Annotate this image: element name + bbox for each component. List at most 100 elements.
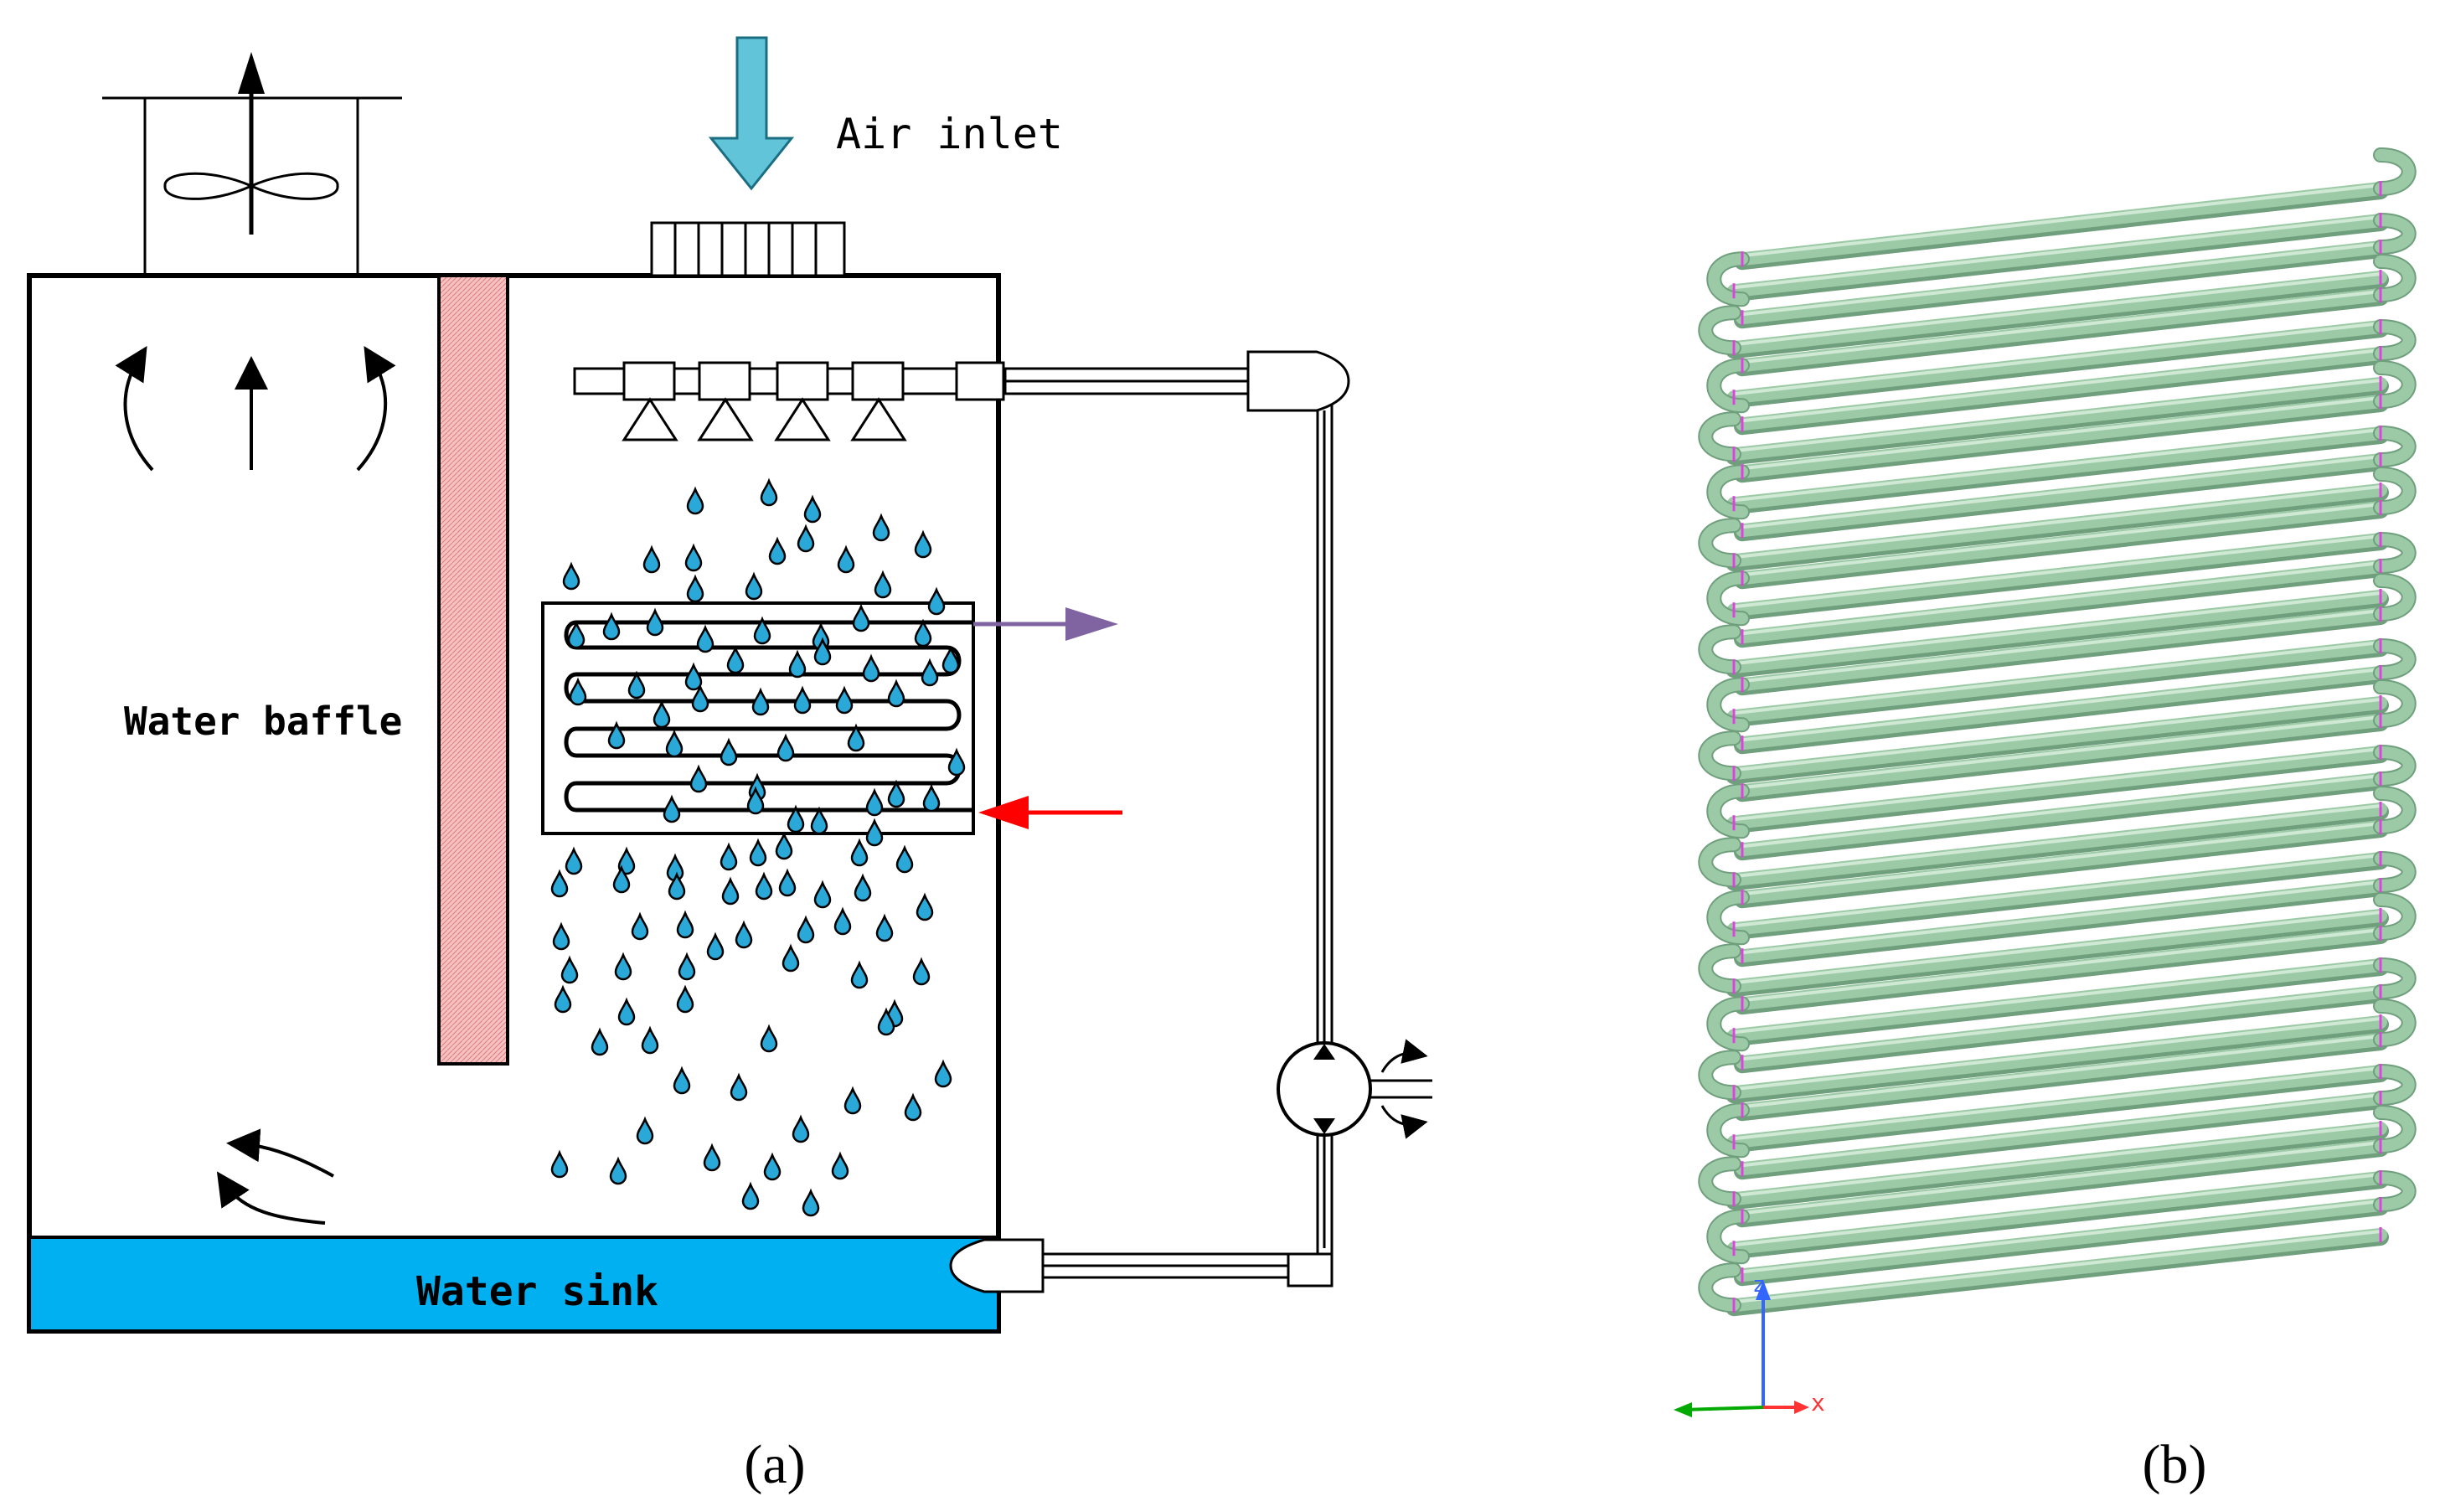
pipe-fitting-bottom [949,1238,1045,1293]
coil-tube [1741,455,2382,529]
coil-tube [1727,802,2387,887]
water-droplet-icon [792,1114,810,1143]
coil-tube [1727,271,2387,355]
water-droplet-icon [614,952,632,981]
water-sink-label: Water sink [416,1268,658,1315]
water-droplet-icon [745,571,763,601]
coil-tube [1732,747,2382,822]
coil-tube [1741,396,2382,471]
water-droplet-icon [760,1024,778,1053]
coil-tube [1708,998,1748,1050]
coil-tube [1741,242,2382,317]
coil-tube [1741,822,2382,896]
coil-tube [1732,698,2382,772]
water-droplet-icon [787,804,805,833]
water-droplet-icon [872,513,890,542]
coil-tube [1732,272,2382,347]
water-droplet-icon [810,806,828,835]
coil-tube [1700,1264,1740,1312]
water-droplet-icon [835,685,854,715]
coil-tube [1727,639,2387,724]
coil-tube [1736,453,2387,538]
coil-inlet-arrow-icon [978,796,1122,829]
coil-tube [1708,1104,1748,1157]
water-droplet-icon [793,685,812,715]
water-droplet-icon [721,876,740,906]
coil-tube [2375,575,2415,620]
water-droplet-icon [877,1007,895,1036]
water-droplets [550,477,966,1217]
coil-tube [1727,590,2387,674]
coil-tube [1732,641,2382,715]
water-droplet-icon [689,764,708,793]
coil-tube [1727,426,2387,511]
coil-tube [1736,772,2387,857]
coil-tube [1736,820,2387,905]
coil-tube [1727,483,2387,568]
exhaust-arrow-icon [238,52,265,184]
water-droplet-icon [782,943,800,973]
coil-tube [1727,746,2387,830]
water-baffle [437,274,509,1066]
water-droplet-icon [802,1188,820,1217]
water-droplet-icon [663,794,681,823]
coil-tube [1741,668,2382,742]
water-droplet-icon [552,921,570,951]
coil-tube [1700,519,1740,567]
water-droplet-icon [862,653,880,683]
water-droplet-icon [646,607,664,637]
coil-tube [2375,894,2415,939]
coil-tube [1741,1035,2382,1109]
coil-tube [1727,909,2387,993]
coil-tube [2375,1172,2415,1210]
circulation-pipe [1005,367,1333,1288]
water-droplet-icon [653,699,671,729]
water-droplet-icon [703,1143,721,1172]
tower-housing [27,273,1001,1334]
water-droplet-icon [720,737,738,766]
airflow-arrows-swirl [216,1128,334,1225]
coil-tube [1741,774,2382,849]
water-droplet-icon [641,1025,659,1055]
water-droplet-icon [934,1059,952,1088]
coil-tube [1732,1123,2382,1198]
coil-tube [1736,1033,2387,1117]
water-droplet-icon [865,787,884,817]
water-droplet-icon [607,720,626,750]
water-droplet-icon [921,658,939,687]
coil-tube [1741,348,2382,423]
airflow-arrows-up [115,346,396,472]
water-droplet-icon [691,684,709,713]
coil-tube [1732,379,2382,453]
water-droplet-icon [665,729,684,758]
coil-tube [2375,959,2415,998]
coil-tube [1700,945,1740,993]
coil-tube [1708,359,1748,412]
fan-housing [102,52,402,277]
water-droplet-icon [778,868,797,897]
water-droplet-icon [678,952,696,981]
coil-heat-exchanger [541,601,975,835]
coil-tube [1741,987,2382,1061]
coil-tube [1700,413,1740,461]
coil-tube [1700,307,1740,354]
coil-tube [1741,715,2382,790]
water-droplet-icon [741,1181,760,1210]
coil-tube [2375,1000,2415,1045]
water-droplet-icon [569,677,587,706]
coil-tube [1727,377,2387,462]
water-droplet-icon [565,846,583,875]
coil-tube [1732,960,2382,1035]
coil-tube [1708,253,1748,306]
air-inlet-label: Air inlet [836,110,1063,158]
coil-tube [1700,626,1740,673]
water-droplet-icon [720,842,738,871]
coil-tube [1736,347,2387,431]
water-droplet-icon [797,524,815,553]
coil-tube [2375,534,2415,572]
coil-outlet-arrow-icon [973,607,1118,641]
coil-tube [1732,215,2382,290]
water-droplet-icon [922,783,941,813]
panel-b-coil-model: z x (b) [1674,147,2417,1495]
panel-a-cooling-tower: Air inlet Water baffle [27,36,1432,1495]
